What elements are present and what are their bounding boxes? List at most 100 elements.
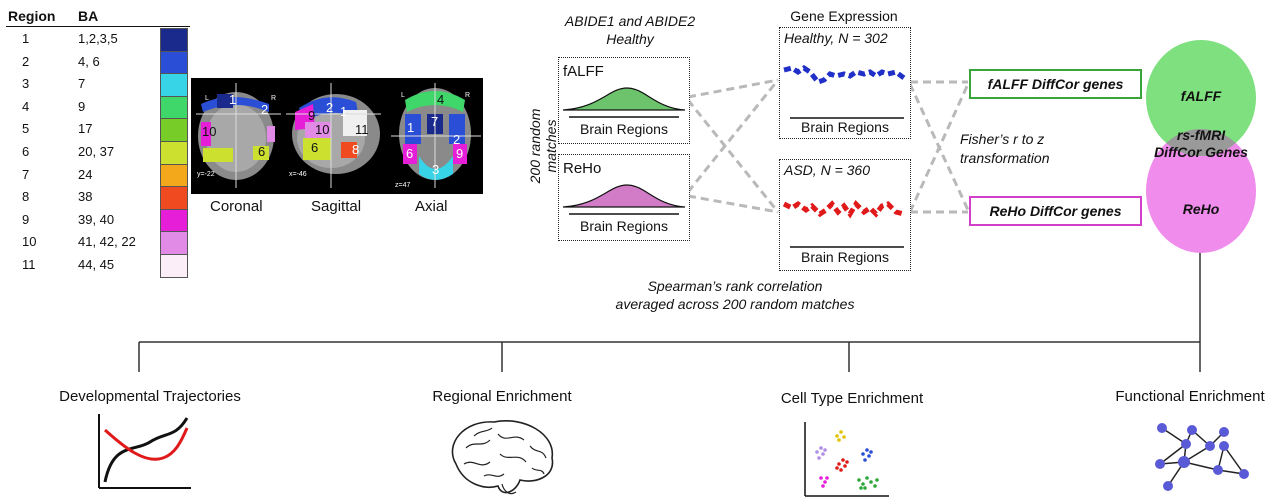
reho-curve — [562, 184, 686, 215]
asd-box: ASD, N = 360 Brain Regions — [779, 159, 911, 271]
falff-title: fALFF — [563, 63, 604, 80]
healthy-box: Healthy, N = 302 Brain Regions — [779, 27, 911, 139]
sagittal-num-6: 6 — [311, 140, 319, 155]
sagittal-num-1: 9 — [308, 108, 316, 123]
sagittal-num-7: 8 — [352, 142, 360, 157]
functional-enrichment-label: Functional Enrichment — [1115, 388, 1265, 405]
network-icon — [1155, 423, 1249, 491]
venn-top-label: fALFF — [1180, 88, 1222, 104]
developmental-trajectories-label: Developmental Trajectories — [59, 388, 241, 405]
sagittal-slice — [286, 83, 381, 188]
sagittal-num-3: 1 — [340, 104, 348, 119]
ba-cell: 4, 6 — [78, 53, 100, 69]
axial-num-7: 3 — [432, 162, 440, 177]
ba-cell: 39, 40 — [78, 211, 115, 227]
fisher-line-1: Fisher’s r to z — [960, 131, 1045, 147]
reho-diffcor-genes: ReHo DiffCor genes — [969, 196, 1142, 226]
coronal-coord: y=-22 — [197, 171, 215, 178]
fisher-line-2: transformation — [960, 150, 1050, 166]
gene-expression-title: Gene Expression — [790, 8, 898, 24]
abide-heading: ABIDE1 and ABIDE2 Healthy — [530, 12, 730, 48]
region-cell: 11 — [22, 257, 36, 272]
region-cell: 10 — [22, 234, 37, 250]
axial-num-2: 7 — [431, 114, 439, 129]
reho-box: ReHo Brain Regions — [558, 154, 690, 241]
venn-diagram — [1146, 40, 1256, 253]
fisher-caption: Fisher’s r to z transformation — [960, 130, 1049, 168]
coronal-orient-l: L — [205, 95, 209, 102]
coronal-num-3: 10 — [202, 124, 217, 139]
ba-cell: 1,2,3,5 — [78, 31, 118, 46]
ba-cell: 9 — [78, 98, 86, 114]
coronal-label: Coronal — [210, 198, 263, 215]
spearman-line-1: Spearman’s rank correlation — [647, 278, 823, 294]
region-cell: 3 — [22, 76, 30, 92]
asd-title: ASD, N = 360 — [784, 162, 870, 178]
region-cell: 8 — [22, 189, 30, 205]
brain-slices — [196, 83, 481, 188]
asd-expression-plot — [782, 199, 905, 248]
sagittal-num-5: 11 — [355, 122, 369, 137]
ba-cell: 38 — [78, 189, 93, 205]
axial-num-3: 1 — [407, 120, 415, 135]
asd-axis-label: Brain Regions — [801, 249, 889, 265]
venn-bottom-label: ReHo — [1182, 201, 1220, 217]
region-cell: 4 — [22, 98, 30, 114]
ba-cell: 17 — [78, 121, 93, 137]
region-cell: 1 — [22, 31, 30, 46]
falff-diffcor-genes: fALFF DiffCor genes — [969, 69, 1142, 99]
ba-cell: 7 — [78, 76, 86, 92]
trajectories-icon — [98, 414, 191, 489]
spearman-caption: Spearman’s rank correlation averaged acr… — [560, 277, 910, 313]
ba-cell: 20, 37 — [78, 144, 115, 159]
healthy-axis-label: Brain Regions — [801, 119, 889, 135]
region-cell: 7 — [22, 166, 30, 182]
healthy-title: Healthy, N = 302 — [784, 30, 888, 46]
reho-title: ReHo — [563, 160, 602, 177]
region-color-swatch — [160, 254, 188, 278]
region-cell: 6 — [22, 144, 30, 159]
coronal-slice — [196, 83, 281, 188]
coronal-num-1: 1 — [229, 92, 237, 107]
coronal-num-4: 6 — [258, 144, 266, 159]
regional-enrichment-label: Regional Enrichment — [432, 388, 572, 405]
axial-orient-r: R — [465, 92, 471, 99]
venn-middle-label: rs-fMRI DiffCor Genes — [1145, 127, 1257, 161]
brain-icon — [451, 420, 554, 495]
axial-num-5: 6 — [406, 146, 414, 161]
sagittal-coord: x=-46 — [289, 171, 307, 178]
cell-type-enrichment-label: Cell Type Enrichment — [780, 390, 924, 407]
ba-header: BA — [78, 8, 99, 24]
falff-box: fALFF Brain Regions — [558, 57, 690, 144]
table-header-rule — [6, 26, 190, 27]
brain-image-panel: L R y=-22 1 2 10 6 x=-46 9 2 1 10 11 6 8… — [191, 78, 483, 194]
falff-curve — [562, 87, 686, 118]
axial-num-1: 4 — [437, 92, 445, 107]
axial-orient-l: L — [401, 92, 405, 99]
axial-slice — [391, 83, 481, 188]
healthy-expression-plot — [783, 64, 906, 119]
ba-cell: 41, 42, 22 — [78, 234, 136, 250]
region-cell: 5 — [22, 121, 30, 137]
abide-line-2: Healthy — [606, 31, 654, 47]
axial-num-4: 2 — [453, 132, 461, 147]
coronal-num-2: 2 — [261, 102, 269, 117]
abide-line-1: ABIDE1 and ABIDE2 — [564, 13, 696, 29]
cell-type-scatter-icon — [804, 422, 889, 497]
falff-axis-label: Brain Regions — [580, 121, 668, 137]
axial-num-6: 9 — [456, 146, 464, 161]
ba-cell: 44, 45 — [78, 257, 115, 272]
region-cell: 9 — [22, 211, 30, 227]
sagittal-num-4: 10 — [315, 122, 330, 137]
ba-cell: 24 — [78, 166, 93, 182]
region-header: Region — [8, 8, 56, 24]
axial-coord: z=47 — [395, 182, 411, 189]
venn-middle-line-1: rs-fMRI — [1176, 127, 1226, 143]
venn-middle-line-2: DiffCor Genes — [1154, 144, 1248, 160]
sagittal-label: Sagittal — [311, 198, 362, 215]
spearman-line-2: averaged across 200 random matches — [615, 296, 855, 312]
reho-axis-label: Brain Regions — [580, 218, 668, 234]
sagittal-num-2: 2 — [326, 100, 334, 115]
random-matches-label: 200 random matches — [527, 108, 559, 184]
